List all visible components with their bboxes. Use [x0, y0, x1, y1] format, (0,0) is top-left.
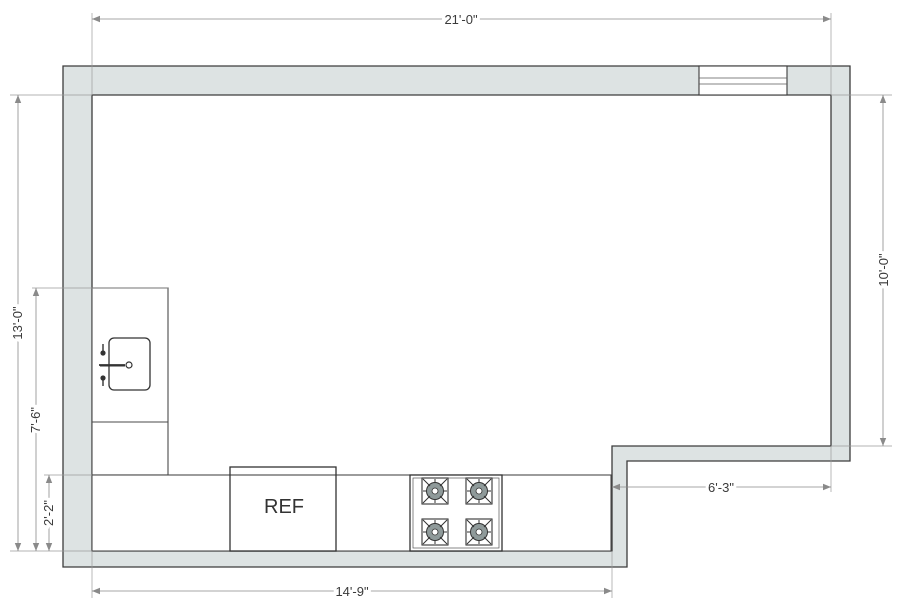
burner-bottom-right [465, 518, 493, 546]
dimension-right-label: 10'-0" [876, 253, 891, 287]
range [409, 474, 503, 552]
dimension-notch: 6'-3" [612, 446, 832, 498]
dimension-bottom-label: 14'-9" [335, 584, 369, 599]
dimension-bottom: 14'-9" [91, 551, 613, 602]
refrigerator-label: REF [264, 496, 304, 518]
dimension-sink-run-label: 7'-6" [28, 407, 43, 433]
dimension-counter-depth: 2'-2" [38, 474, 92, 551]
dimension-right: 10'-0" [831, 94, 894, 447]
burner-top-right [465, 477, 493, 505]
dimension-top: 21'-0" [91, 9, 832, 95]
dimension-left-label: 13'-0" [10, 306, 25, 340]
dimension-top-label: 21'-0" [444, 12, 478, 27]
dimension-counter-depth-label: 2'-2" [41, 500, 56, 526]
dimension-left: 13'-0" [7, 94, 92, 552]
window [698, 65, 788, 96]
burner-top-left [421, 477, 449, 505]
sink [99, 337, 151, 391]
burner-bottom-left [421, 518, 449, 546]
bottom-counter [91, 474, 612, 552]
dimension-notch-label: 6'-3" [708, 480, 734, 495]
refrigerator: REF [229, 466, 337, 552]
dimension-sink-run: 7'-6" [25, 287, 168, 551]
